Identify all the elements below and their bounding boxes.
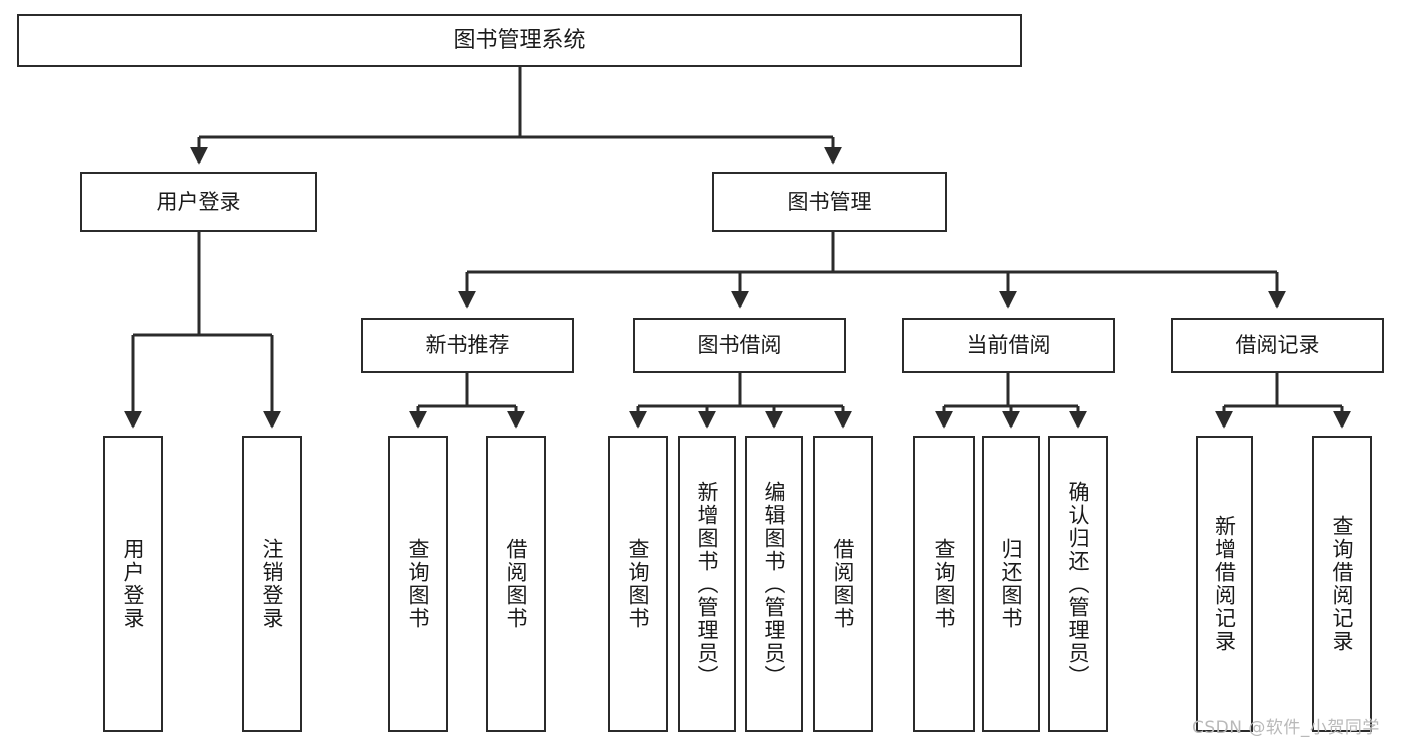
node-borrow-record[interactable]: 借阅记录 — [1171, 318, 1384, 373]
edge-user-login-to-leaves — [124, 232, 281, 429]
leaf-new-book-borrow[interactable]: 借阅图书 — [486, 436, 546, 732]
leaf-book-borrow-query[interactable]: 查询图书 — [608, 436, 668, 732]
node-label: 确认归还（管理员） — [1066, 480, 1091, 688]
edge-book-borrow-to-leaves — [629, 373, 852, 429]
node-label: 查询图书 — [406, 538, 431, 630]
node-label: 新增借阅记录 — [1212, 515, 1237, 653]
node-book-borrow[interactable]: 图书借阅 — [633, 318, 846, 373]
node-root-library-system[interactable]: 图书管理系统 — [17, 14, 1022, 67]
leaf-borrow-record-query[interactable]: 查询借阅记录 — [1312, 436, 1372, 732]
node-label: 归还图书 — [999, 538, 1024, 630]
edge-borrow-record-to-leaves — [1215, 373, 1351, 429]
node-user-login[interactable]: 用户登录 — [80, 172, 317, 232]
node-label: 查询图书 — [626, 538, 651, 630]
edge-book-mgmt-to-level3 — [458, 232, 1286, 309]
leaf-current-borrow-return[interactable]: 归还图书 — [982, 436, 1040, 732]
node-label: 借阅图书 — [831, 538, 856, 630]
csdn-watermark: CSDN @软件_小贺同学 — [1192, 718, 1380, 738]
node-label: 借阅记录 — [1235, 333, 1320, 358]
edge-new-book-to-leaves — [409, 373, 525, 429]
node-label: 用户登录 — [156, 189, 241, 214]
node-label: 新增图书（管理员） — [695, 480, 720, 688]
node-label: 图书管理 — [787, 189, 872, 214]
node-label: 查询借阅记录 — [1330, 515, 1355, 653]
node-new-book-recommend[interactable]: 新书推荐 — [361, 318, 574, 373]
leaf-user-login-signout[interactable]: 注销登录 — [242, 436, 302, 732]
edge-current-borrow-to-leaves — [935, 373, 1087, 429]
node-label: 新书推荐 — [425, 333, 510, 358]
node-label: 图书借阅 — [697, 333, 782, 358]
node-label: 借阅图书 — [504, 538, 529, 630]
leaf-borrow-record-add[interactable]: 新增借阅记录 — [1196, 436, 1253, 732]
node-label: 用户登录 — [121, 538, 146, 630]
leaf-book-borrow-add[interactable]: 新增图书（管理员） — [678, 436, 736, 732]
node-label: 当前借阅 — [966, 333, 1051, 358]
node-label: 查询图书 — [932, 538, 957, 630]
node-label: 注销登录 — [260, 538, 285, 630]
node-current-borrow[interactable]: 当前借阅 — [902, 318, 1115, 373]
node-label: 图书管理系统 — [453, 27, 586, 53]
leaf-user-login-signin[interactable]: 用户登录 — [103, 436, 163, 732]
leaf-book-borrow-edit[interactable]: 编辑图书（管理员） — [745, 436, 803, 732]
leaf-current-borrow-confirm-return[interactable]: 确认归还（管理员） — [1048, 436, 1108, 732]
leaf-book-borrow-borrow[interactable]: 借阅图书 — [813, 436, 873, 732]
leaf-new-book-query[interactable]: 查询图书 — [388, 436, 448, 732]
node-label: 编辑图书（管理员） — [762, 480, 787, 688]
edge-root-to-level2 — [190, 67, 842, 165]
leaf-current-borrow-query[interactable]: 查询图书 — [913, 436, 975, 732]
node-book-management[interactable]: 图书管理 — [712, 172, 947, 232]
